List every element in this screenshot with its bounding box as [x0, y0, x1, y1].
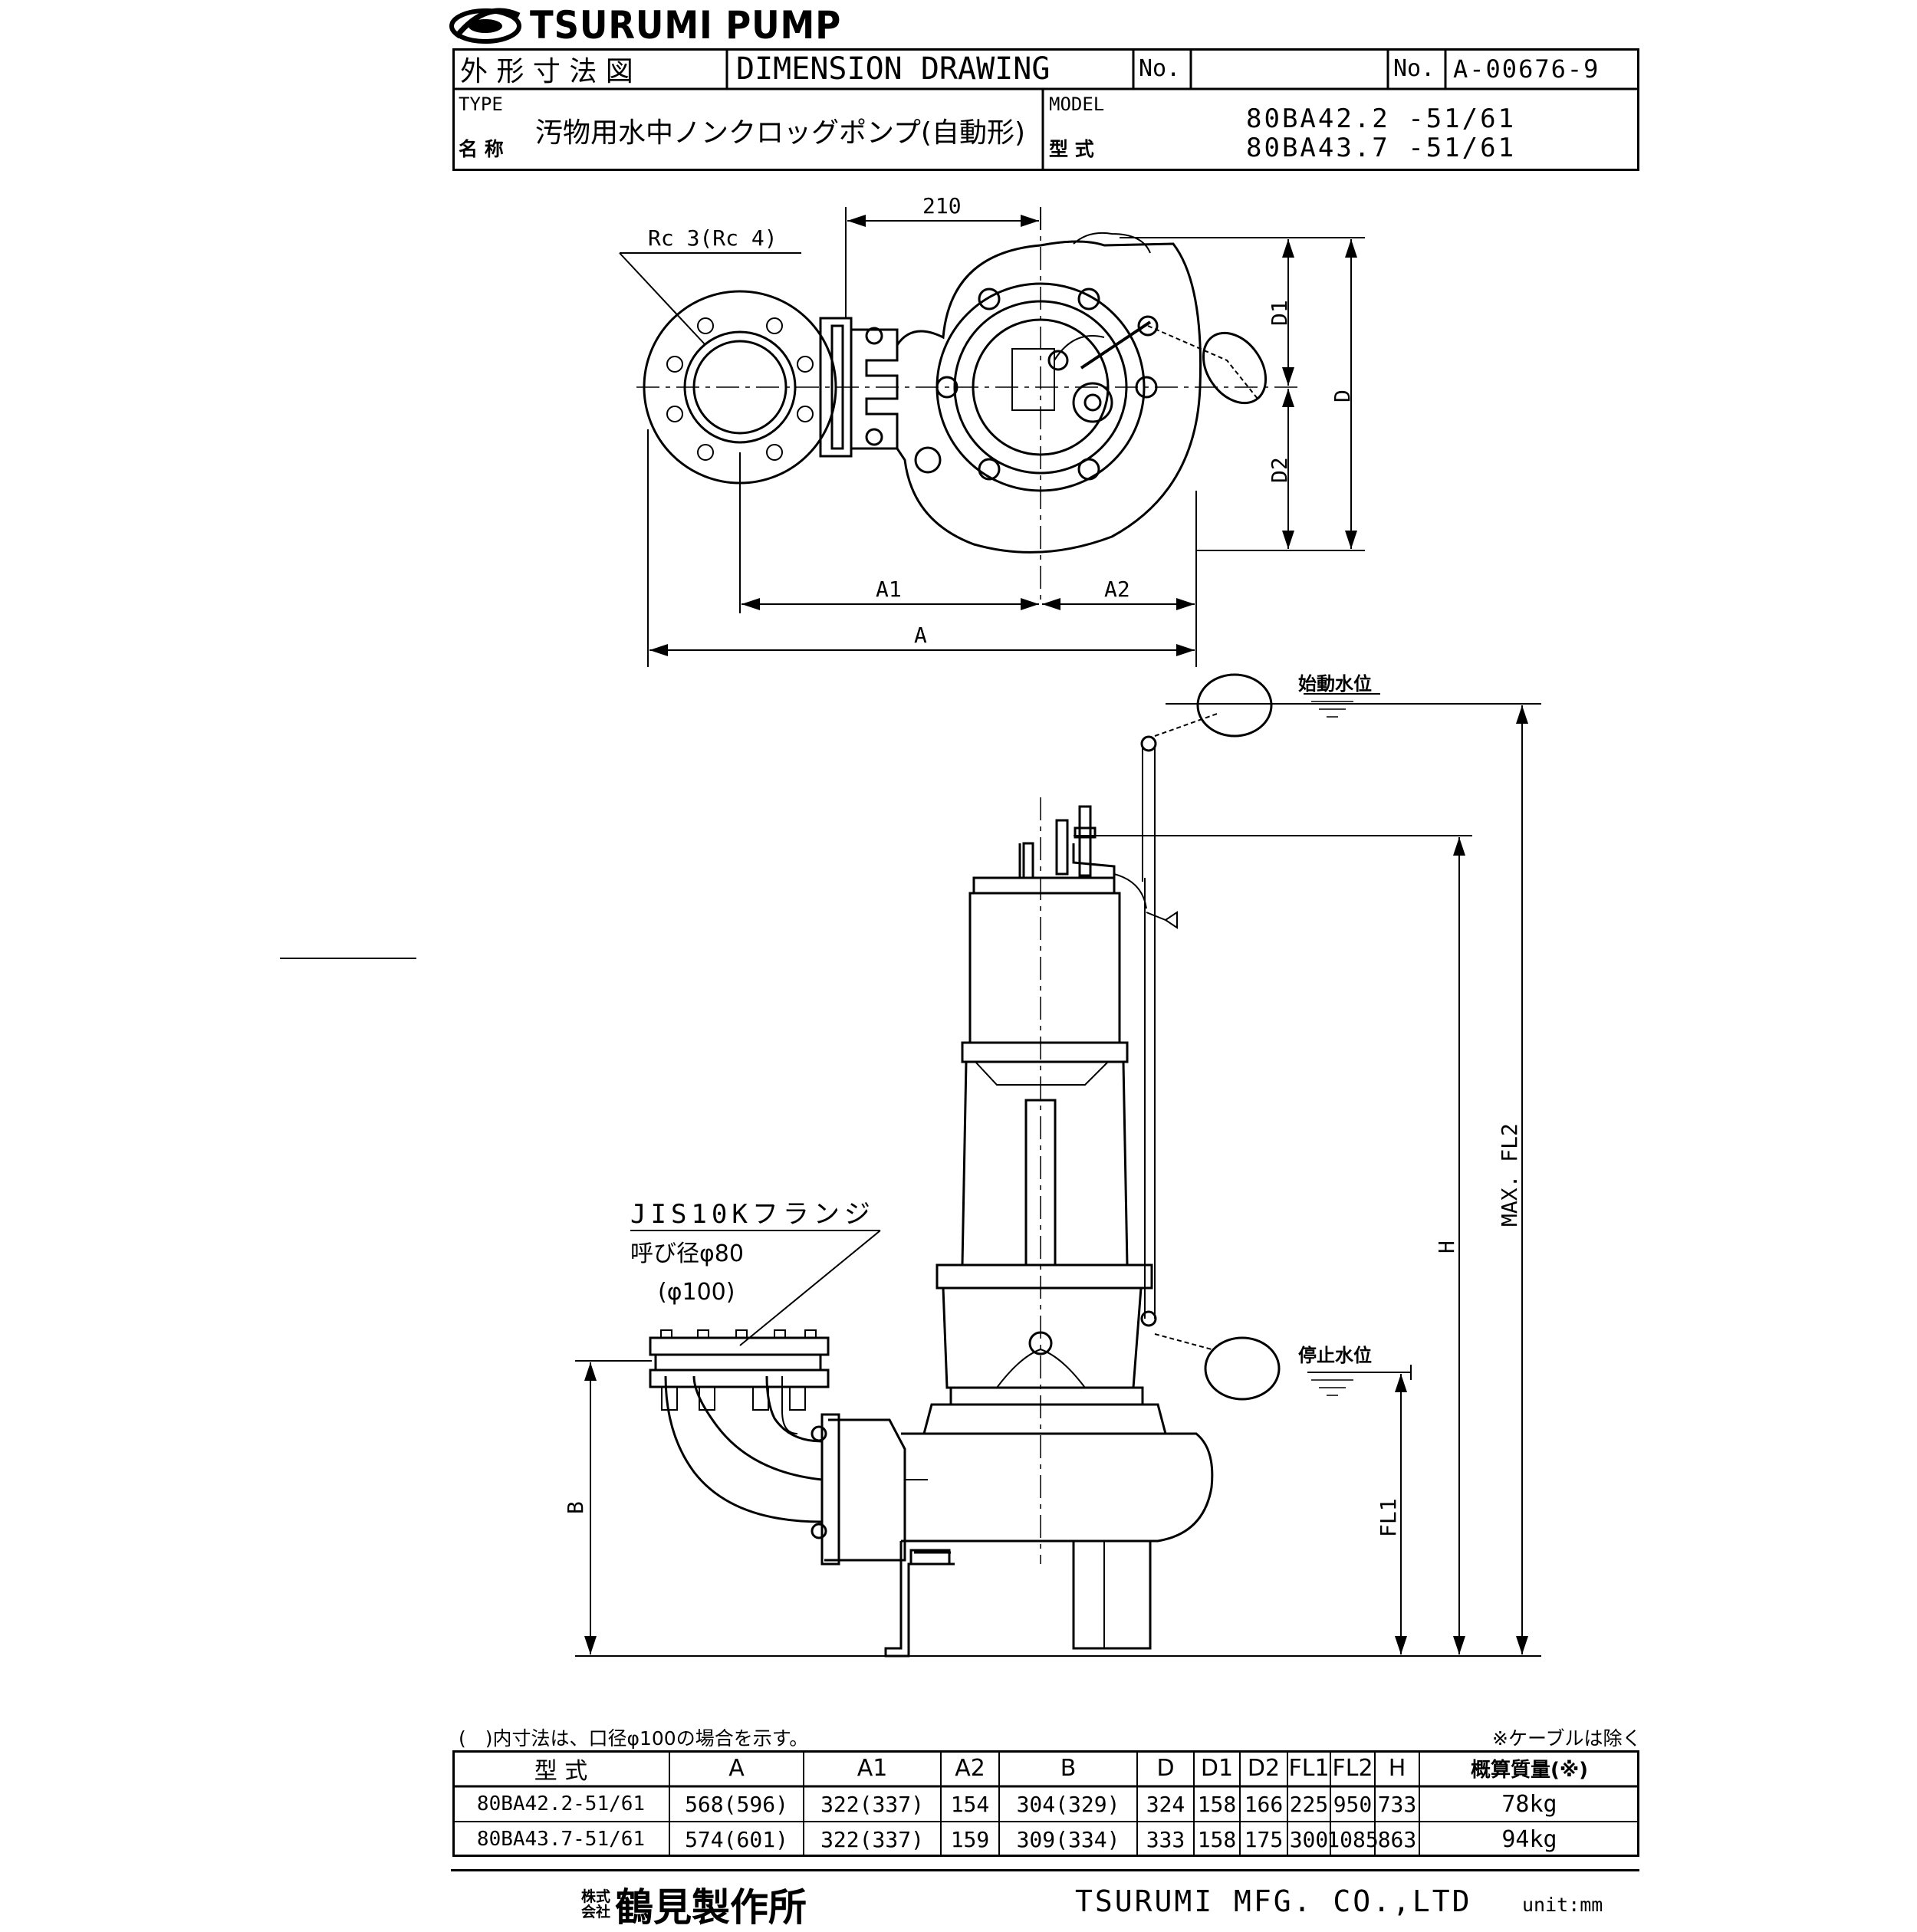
spec-header-cell: FL1 — [1288, 1755, 1330, 1782]
tsurumi-swirl-icon — [449, 8, 521, 44]
flange-nominal-size-alt: (φ100) — [658, 1279, 735, 1306]
spec-header-cell: A2 — [955, 1755, 985, 1782]
spec-header-cell: FL2 — [1332, 1755, 1373, 1782]
spec-header-cell: 概算質量(※) — [1470, 1759, 1589, 1782]
spec-data-cell: 574(601) — [685, 1826, 788, 1852]
spec-data-cell: 80BA43.7-51/61 — [476, 1828, 646, 1851]
spec-header-cell: D1 — [1200, 1755, 1234, 1782]
dim-d2-label: D2 — [1267, 457, 1292, 483]
spec-data-cell: 94kg — [1501, 1825, 1557, 1853]
brand-logo: TSURUMI PUMP — [449, 3, 876, 48]
dim-max-fl2-label: MAX. FL2 — [1497, 1123, 1522, 1227]
spec-data-cell: 80BA42.2-51/61 — [476, 1792, 646, 1815]
name-label: 名 称 — [459, 138, 504, 160]
flange-nominal-size: 呼び径φ80 — [630, 1240, 744, 1267]
spec-data-cell: 225 — [1289, 1791, 1329, 1817]
title-en: DIMENSION DRAWING — [736, 51, 1051, 87]
spec-header-cell: A1 — [857, 1755, 888, 1782]
spec-data-cell: 322(337) — [820, 1826, 924, 1852]
model-1: 80BA42.2 -51/61 — [1246, 104, 1517, 134]
spec-data-cell: 78kg — [1501, 1790, 1557, 1818]
flange-standard: JIS10Kフランジ — [630, 1199, 875, 1230]
pump-name: 汚物用水中ノンクロッグポンプ(自動形) — [535, 117, 1026, 149]
unit-label: unit:mm — [1522, 1894, 1603, 1916]
side-view — [575, 673, 1541, 1658]
company-name-jp-text: 鶴見製作所 — [615, 1884, 807, 1930]
title-block: 外 形 寸 法 図 DIMENSION DRAWING No. No. A-00… — [452, 48, 1639, 171]
dim-h-label: H — [1434, 1240, 1459, 1254]
spec-table-grid — [452, 1750, 1639, 1857]
model-2: 80BA43.7 -51/61 — [1246, 133, 1517, 163]
dim-a-label: A — [914, 623, 927, 648]
spec-data-cell: 166 — [1244, 1791, 1284, 1817]
dim-210-label: 210 — [922, 193, 962, 219]
top-view-labels: 210 Rc 3(Rc 4) D1 D2 D A1 A2 A — [648, 193, 1355, 648]
spec-header-cell: A — [728, 1755, 745, 1782]
spec-data-cell: 568(596) — [685, 1791, 788, 1817]
spec-header-cell: B — [1060, 1755, 1077, 1782]
dim-fl1-label: FL1 — [1376, 1498, 1401, 1537]
title-block-frame — [452, 48, 1639, 171]
title-jp: 外 形 寸 法 図 — [460, 55, 633, 87]
dim-d-label: D — [1330, 389, 1355, 402]
spec-data-cell: 950 — [1333, 1791, 1373, 1817]
spec-data-cell: 159 — [950, 1826, 990, 1852]
katashiki-label: 型 式 — [1049, 138, 1094, 160]
spec-data-cell: 324 — [1146, 1791, 1185, 1817]
spec-data-cell: 733 — [1377, 1791, 1417, 1817]
spec-data-cell: 300 — [1289, 1826, 1329, 1852]
paren-dimension-note: ( )内寸法は、口径φ100の場合を示す。 — [459, 1727, 809, 1750]
spec-data-cell: 1085 — [1327, 1826, 1379, 1852]
company-name-en: TSURUMI MFG. CO.,LTD — [1075, 1884, 1472, 1918]
spec-header-cell: D — [1156, 1755, 1175, 1782]
dim-d1-label: D1 — [1267, 300, 1292, 326]
no-label-1: No. — [1139, 55, 1181, 82]
type-label: TYPE — [459, 94, 503, 115]
thread-size-label: Rc 3(Rc 4) — [648, 225, 778, 251]
volute-casing-top — [896, 232, 1268, 554]
kabushiki-kaisha: 株式 会社 — [581, 1888, 611, 1921]
spec-data-cell: 158 — [1197, 1826, 1237, 1852]
spec-data-cell: 154 — [950, 1791, 990, 1817]
spec-header-cell: H — [1388, 1755, 1406, 1782]
side-view-labels: 始動水位 停止水位 JIS10Kフランジ 呼び径φ80 (φ100) B FL1… — [563, 673, 1522, 1537]
company-name-jp: 株式 会社 鶴見製作所 — [581, 1877, 807, 1932]
dim-a2-label: A2 — [1104, 577, 1130, 602]
stop-water-level: 停止水位 — [1298, 1345, 1372, 1366]
spec-data-cell: 322(337) — [820, 1791, 924, 1817]
spec-header-cell: 型 式 — [534, 1757, 588, 1785]
brand-name: TSURUMI PUMP — [530, 3, 842, 48]
cable-excluded-note: ※ケーブルは除く — [1492, 1727, 1642, 1750]
spec-data-cell: 333 — [1146, 1826, 1185, 1852]
spec-data-cell: 158 — [1197, 1791, 1237, 1817]
no-label-2: No. — [1393, 55, 1435, 82]
dim-a1-label: A1 — [876, 577, 902, 602]
spec-data-cell: 309(334) — [1016, 1826, 1120, 1852]
spec-data-cell: 863 — [1377, 1826, 1417, 1852]
start-water-level: 始動水位 — [1298, 673, 1372, 695]
dim-b-label: B — [563, 1501, 588, 1514]
top-view — [619, 207, 1365, 667]
drawing-number: A-00676-9 — [1453, 54, 1600, 84]
model-label: MODEL — [1049, 94, 1105, 115]
footer-rule — [451, 1869, 1639, 1871]
spec-data-cell: 175 — [1244, 1826, 1284, 1852]
spec-data-cell: 304(329) — [1016, 1791, 1120, 1817]
spec-header-cell: D2 — [1247, 1755, 1281, 1782]
